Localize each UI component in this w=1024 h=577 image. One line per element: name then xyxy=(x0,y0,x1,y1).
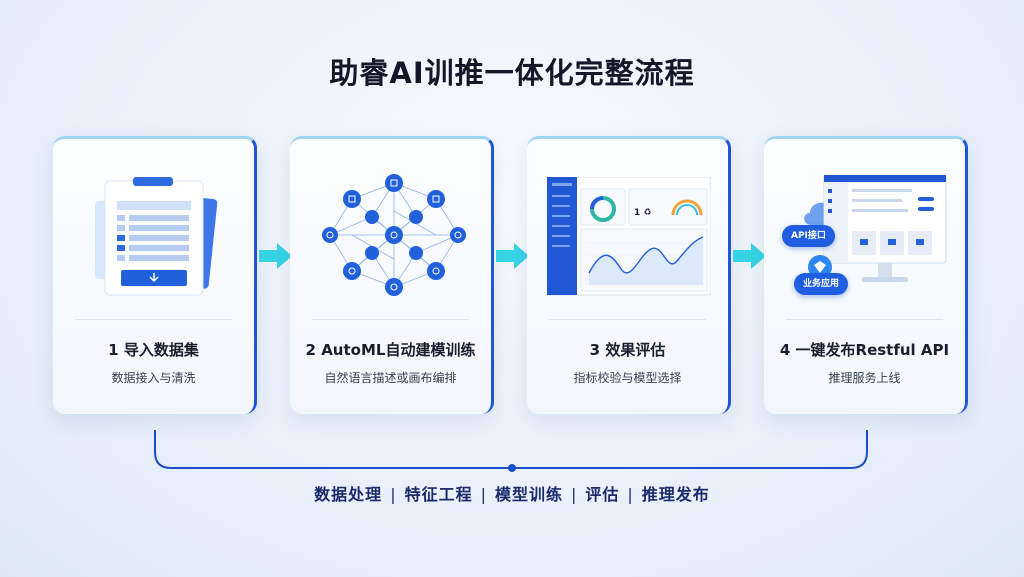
step-description: 数据接入与清洗 xyxy=(111,371,196,385)
pipeline-stage: 数据处理 xyxy=(314,485,383,504)
pipeline-separator: | xyxy=(480,485,487,504)
pipeline-summary: 数据处理 | 特征工程 | 模型训练 | 评估 | 推理发布 xyxy=(0,481,1024,505)
arrow-right-icon xyxy=(733,243,766,269)
card-divider xyxy=(312,319,469,320)
pipeline-separator: | xyxy=(571,485,578,504)
card-divider xyxy=(549,319,706,320)
step-description: 推理服务上线 xyxy=(828,371,901,385)
pipeline-separator: | xyxy=(627,485,634,504)
step-title: 4 一键发布Restful API xyxy=(779,341,950,359)
step-title: 1 导入数据集 xyxy=(108,341,199,359)
pipeline-stage: 模型训练 xyxy=(494,485,563,504)
arrow-right-icon xyxy=(259,243,292,269)
step-description: 指标校验与模型选择 xyxy=(573,371,682,385)
card-divider xyxy=(786,319,943,320)
card-divider xyxy=(75,319,232,320)
step-card-deploy: API接口 业务应用 4 一键发布Restful API 推理服务上线 xyxy=(764,136,968,414)
step-description: 自然语言描述或画布编排 xyxy=(324,371,457,385)
svg-text:1 ♻: 1 ♻ xyxy=(634,208,651,218)
arrow-right-icon xyxy=(496,243,529,269)
pipeline-stage: 评估 xyxy=(585,485,620,504)
page-title: 助睿AI训推一体化完整流程 xyxy=(329,56,695,90)
step-card-evaluation: 1 ♻ 3 效果评估 指标校验与模型选择 xyxy=(527,136,731,414)
pipeline-stage: 推理发布 xyxy=(641,485,710,504)
neural-network-icon xyxy=(322,174,466,296)
step-card-automl: 2 AutoML自动建模训练 自然语言描述或画布编排 xyxy=(290,136,494,414)
api-interface-badge: API接口 xyxy=(782,225,835,247)
api-deploy-icon xyxy=(804,175,947,282)
spreadsheet-import-icon xyxy=(95,177,218,296)
business-app-badge: 业务应用 xyxy=(794,273,849,295)
step-title: 2 AutoML自动建模训练 xyxy=(305,341,476,359)
pipeline-stage: 特征工程 xyxy=(404,485,473,504)
evaluation-dashboard-icon: 1 ♻ xyxy=(547,177,711,296)
step-title: 3 效果评估 xyxy=(589,341,666,359)
step-card-import: 1 导入数据集 数据接入与清洗 xyxy=(53,136,257,414)
pipeline-separator: | xyxy=(390,485,397,504)
